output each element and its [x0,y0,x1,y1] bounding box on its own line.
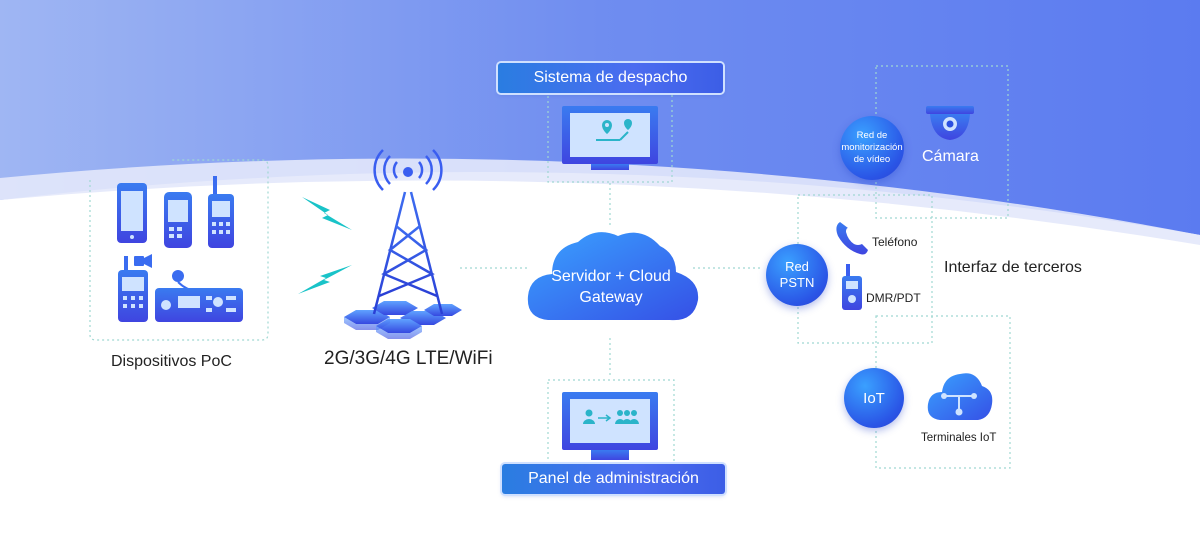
third-party-label: Interfaz de terceros [944,259,1082,276]
iot-node[interactable]: IoT [844,368,904,428]
radio-camera-icon [118,254,152,322]
network-label: 2G/3G/4G LTE/WiFi [324,348,493,369]
admin-panel-button[interactable]: Panel de administración [502,464,725,494]
signal-bolt-icon [298,197,352,294]
poc-devices-label: Dispositivos PoC [111,353,232,370]
video-network-line1: Red de [856,130,888,141]
server-gateway-label: Servidor + Cloud Gateway [538,266,684,308]
rugged-phone-icon [164,192,192,248]
pstn-line1: Red [785,259,809,274]
monitor-map-icon [562,106,658,170]
pstn-line2: PSTN [779,275,815,290]
mobile-radio-icon [155,270,243,322]
smartphone-icon [117,183,147,243]
cell-tower-icon [344,149,462,339]
video-network-line3: de vídeo [853,154,891,165]
server-gateway-line1: Servidor + Cloud [551,268,671,285]
dispatch-system-button[interactable]: Sistema de despacho [498,63,723,93]
monitor-users-icon [562,392,658,460]
video-network-line2: monitorización [841,142,903,153]
iot-terminals-label: Terminales IoT [921,432,997,444]
pstn-node[interactable]: Red PSTN [766,244,828,306]
dome-camera-icon [926,106,974,140]
walkie-talkie-icon [842,264,862,310]
phone-label: Teléfono [872,235,918,249]
handheld-radio-icon [208,176,234,248]
cloud-icon [527,232,699,321]
dmr-pdt-label: DMR/PDT [866,291,921,305]
video-network-node[interactable]: Red de monitorización de vídeo [840,116,904,180]
server-gateway-line2: Gateway [579,289,643,306]
phone-icon [836,222,868,255]
camera-label: Cámara [922,148,979,165]
iot-cloud-icon [927,373,993,420]
